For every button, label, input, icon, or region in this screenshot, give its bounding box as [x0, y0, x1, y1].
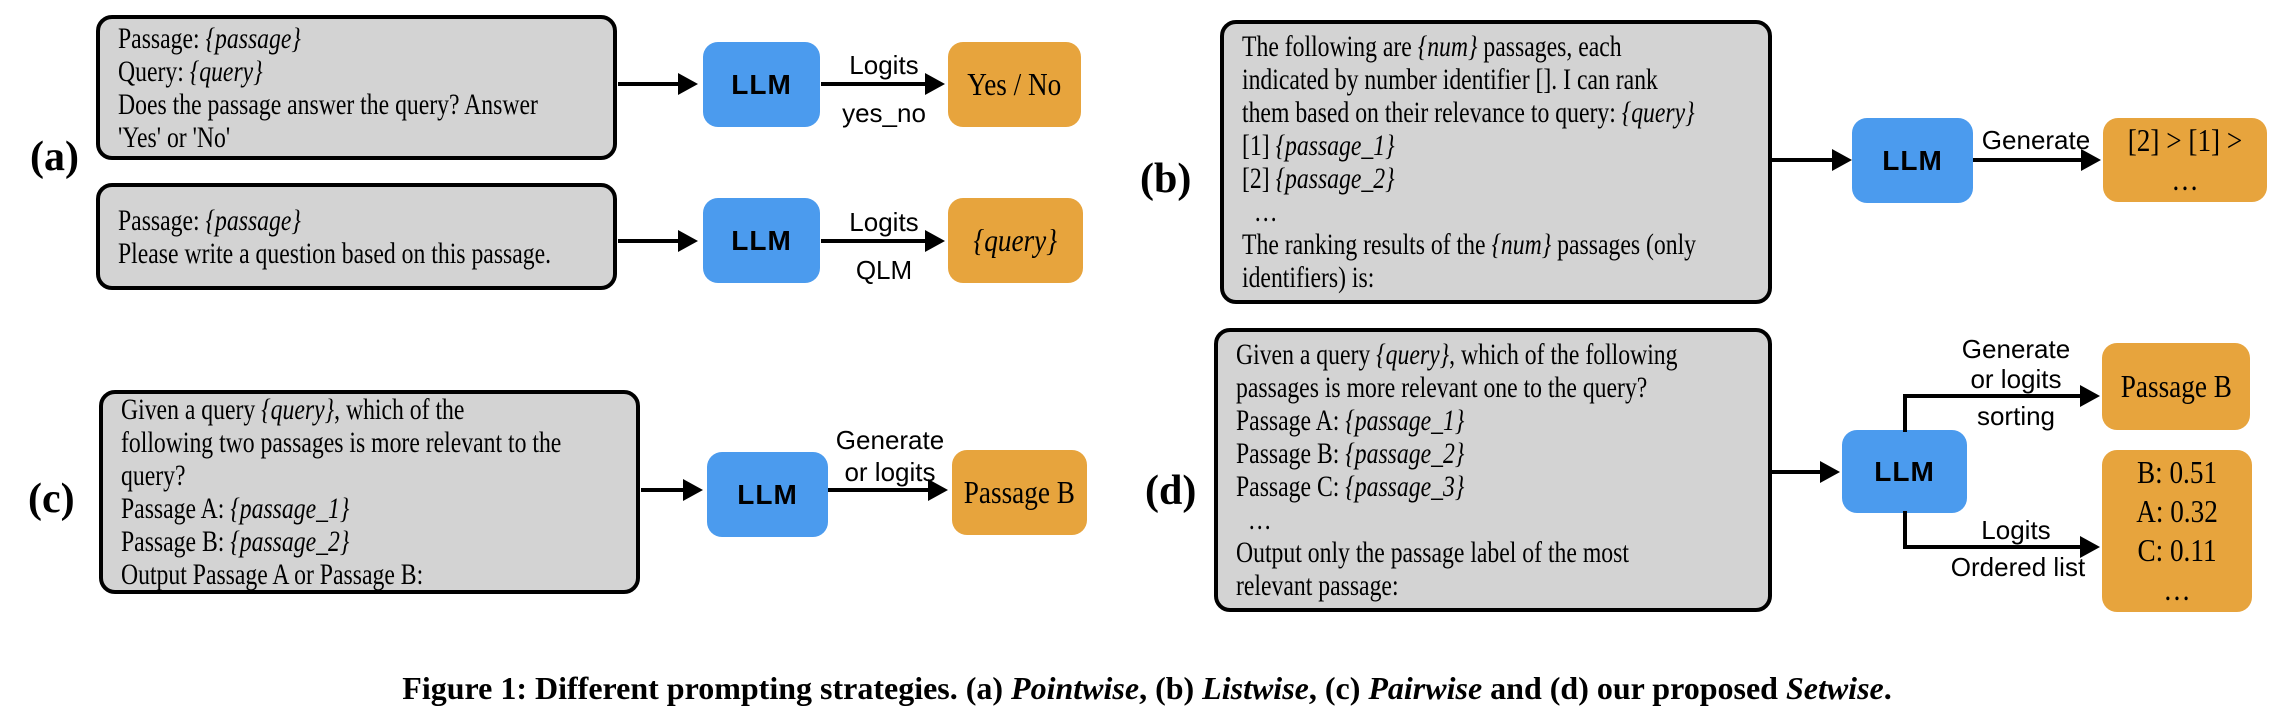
arrow-label-generate-b: Generate: [1981, 125, 2091, 155]
arrow-d-bottom-branch: [1903, 545, 2080, 549]
arrow-c-prompt-to-llm: [641, 488, 683, 492]
arrow-label-logits-a1: Logits: [849, 50, 919, 80]
output-text: Passage B: [963, 474, 1076, 510]
arrow-head: [2081, 149, 2101, 171]
output-box-passage-b-c: Passage B: [952, 450, 1087, 535]
arrow-c-llm-to-output: [828, 488, 928, 492]
arrow-head: [683, 479, 703, 501]
arrow-a1-prompt-to-llm: [618, 82, 678, 86]
output-text: Yes / No: [967, 66, 1062, 102]
llm-box-b: LLM: [1852, 118, 1973, 203]
output-text: {query}: [973, 222, 1058, 258]
arrow-b-llm-to-output: [1973, 158, 2081, 162]
arrow-a2-llm-to-output: [821, 239, 925, 243]
arrow-a2-prompt-to-llm: [618, 239, 678, 243]
output-box-passage-b-d: Passage B: [2102, 343, 2250, 430]
arrow-head: [678, 230, 698, 252]
arrow-head: [1820, 461, 1840, 483]
arrow-head: [928, 479, 948, 501]
arrow-head: [1832, 149, 1852, 171]
llm-box-c: LLM: [707, 452, 828, 537]
output-box-yes-no: Yes / No: [948, 42, 1081, 127]
arrow-b-prompt-to-llm: [1772, 158, 1832, 162]
arrow-head: [2080, 536, 2100, 558]
prompt-text: Given a query {query}, which of the foll…: [1236, 338, 1678, 602]
arrow-head: [678, 73, 698, 95]
prompt-box-pointwise-relevance: Passage: {passage}Query: {query}Does the…: [96, 15, 617, 160]
llm-box-a1: LLM: [703, 42, 820, 127]
arrow-d-prompt-to-llm: [1772, 470, 1820, 474]
arrow-label-qlm-a2: QLM: [855, 255, 913, 285]
arrow-a1-llm-to-output: [821, 82, 925, 86]
prompt-text: Passage: {passage}Query: {query}Does the…: [118, 21, 538, 154]
arrow-head: [925, 73, 945, 95]
prompt-text: Passage: {passage}Please write a questio…: [118, 203, 552, 270]
panel-c-label: (c): [28, 476, 75, 522]
output-box-query: {query}: [948, 198, 1083, 283]
prompt-box-setwise: Given a query {query}, which of the foll…: [1214, 328, 1772, 612]
panel-a-label: (a): [30, 134, 79, 180]
llm-box-d: LLM: [1842, 430, 1967, 513]
output-box-ranking: [2] > [1] > …: [2103, 118, 2267, 202]
arrow-label-logits-a2: Logits: [849, 207, 919, 237]
prompt-box-pointwise-qlm: Passage: {passage}Please write a questio…: [96, 183, 617, 290]
arrow-head: [2080, 385, 2100, 407]
arrow-d-top-elbow: [1903, 394, 1907, 432]
arrow-label-sorting-d: sorting: [1976, 401, 2056, 431]
arrow-d-bottom-elbow: [1903, 511, 1907, 549]
panel-d-label: (d): [1145, 468, 1197, 514]
output-text: [2] > [1] > …: [2127, 122, 2243, 197]
output-text: Passage B: [2120, 368, 2232, 404]
arrow-head: [925, 230, 945, 252]
arrow-d-top-branch: [1903, 394, 2080, 398]
llm-box-a2: LLM: [703, 198, 820, 283]
figure-caption: Figure 1: Different prompting strategies…: [402, 670, 1892, 706]
arrow-label-logits-d: Logits: [1981, 515, 2051, 545]
arrow-label-yesno-a1: yes_no: [842, 98, 926, 128]
panel-b-label: (b): [1140, 156, 1192, 202]
arrow-label-ordered-list-d: Ordered list: [1950, 552, 2086, 582]
